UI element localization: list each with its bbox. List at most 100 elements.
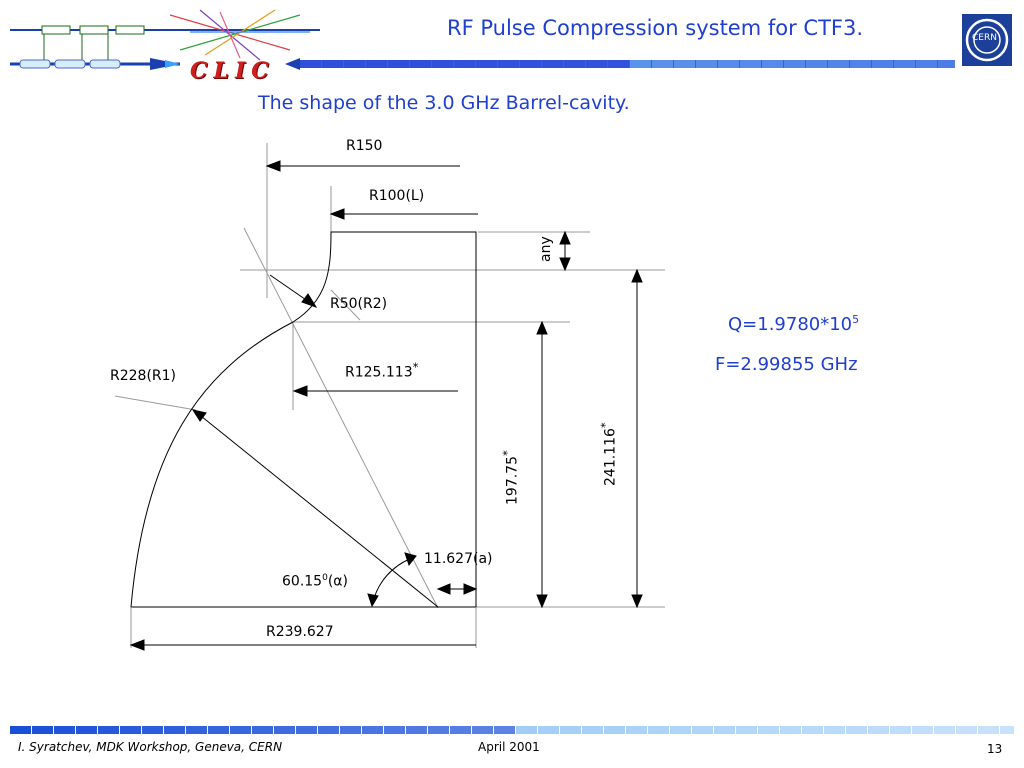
bar-segment (586, 60, 607, 68)
bar-segment (758, 726, 779, 734)
bar-segment (318, 726, 339, 734)
bar-segment (956, 726, 977, 734)
bar-segment (10, 726, 31, 734)
bar-segment (648, 726, 669, 734)
bar-segment (296, 726, 317, 734)
bar-segment (608, 60, 629, 68)
bar-segment (450, 726, 471, 734)
footer-author: I. Syratchev, MDK Workshop, Geneva, CERN (18, 740, 283, 754)
bar-segment (98, 726, 119, 734)
label-r239: R239.627 (266, 624, 334, 640)
label-angle-value: 60.15 (282, 573, 323, 590)
footer-bar (10, 726, 1014, 734)
bar-segment (652, 60, 673, 68)
bar-segment (1000, 726, 1014, 734)
bar-segment (714, 726, 735, 734)
bar-segment (362, 726, 383, 734)
cern-logo (962, 14, 1012, 66)
bar-segment (322, 60, 343, 68)
label-241: 241.116* (598, 422, 619, 486)
bar-segment (582, 726, 603, 734)
label-241-value: 241.116 (602, 428, 619, 486)
label-197: 197.75* (500, 450, 521, 505)
label-197-star: * (500, 450, 514, 456)
frequency: F=2.99855 GHz (715, 354, 858, 375)
bar-segment (846, 726, 867, 734)
bar-segment (516, 726, 537, 734)
bar-segment (784, 60, 805, 68)
bar-segment (934, 726, 955, 734)
slide-subtitle: The shape of the 3.0 GHz Barrel-cavity. (258, 92, 630, 114)
bar-segment (494, 726, 515, 734)
bar-segment (366, 60, 387, 68)
bar-segment (498, 60, 519, 68)
bar-segment (872, 60, 893, 68)
bar-segment (32, 726, 53, 734)
bar-segment (76, 726, 97, 734)
label-r50: R50(R2) (330, 296, 388, 312)
bar-segment (54, 726, 75, 734)
bar-segment (542, 60, 563, 68)
clic-logo-text: CLIC (190, 58, 275, 84)
label-angle-symbol: (α) (327, 573, 348, 590)
bar-segment (560, 726, 581, 734)
bar-segment (736, 726, 757, 734)
label-r100: R100(L) (369, 188, 425, 204)
bar-segment (432, 60, 453, 68)
bar-segment (344, 60, 365, 68)
bar-segment (340, 726, 361, 734)
bar-segment (476, 60, 497, 68)
bar-segment (428, 726, 449, 734)
label-r228: R228(R1) (110, 368, 177, 384)
label-r125-value: R125.113 (345, 364, 413, 381)
label-angle: 60.150(α) (282, 573, 348, 590)
bar-segment (762, 60, 783, 68)
bar-segment (894, 60, 915, 68)
label-r125-star: * (412, 360, 419, 374)
bar-segment (912, 726, 933, 734)
bar-segment (938, 60, 955, 68)
bar-segment (142, 726, 163, 734)
bar-segment (802, 726, 823, 734)
bar-segment (604, 726, 625, 734)
bar-segment (564, 60, 585, 68)
bar-segment (164, 726, 185, 734)
cern-logo-text: CERN (972, 33, 997, 43)
label-r125: R125.113* (345, 360, 418, 381)
bar-segment (674, 60, 695, 68)
bar-segment (824, 726, 845, 734)
bar-segment (208, 726, 229, 734)
bar-segment (406, 726, 427, 734)
bar-segment (384, 726, 405, 734)
bar-segment (850, 60, 871, 68)
label-any: any (538, 236, 554, 262)
bar-segment (718, 60, 739, 68)
bar-segment (252, 726, 273, 734)
label-197-value: 197.75 (504, 456, 521, 505)
label-241-star: * (598, 422, 612, 429)
bar-segment (740, 60, 761, 68)
bar-segment (828, 60, 849, 68)
slide-title: RF Pulse Compression system for CTF3. (447, 16, 864, 40)
bar-segment (630, 60, 651, 68)
bar-segment (388, 60, 409, 68)
bar-segment (186, 726, 207, 734)
q-factor: Q=1.9780*105 (728, 313, 859, 335)
bar-segment (868, 726, 889, 734)
cavity-diagram (114, 143, 665, 651)
label-r150: R150 (346, 138, 383, 154)
q-factor-exp: 5 (852, 313, 860, 326)
bar-segment (520, 60, 541, 68)
bar-segment (696, 60, 717, 68)
footer-page-number: 13 (987, 742, 1003, 756)
bar-segment (670, 726, 691, 734)
label-angle-sup: 0 (322, 573, 328, 583)
bar-segment (454, 60, 475, 68)
bar-segment (410, 60, 431, 68)
bar-segment (472, 726, 493, 734)
bar-segment (916, 60, 937, 68)
bar-segment (120, 726, 141, 734)
q-factor-value: Q=1.9780*10 (728, 314, 853, 335)
label-11627: 11.627(a) (424, 551, 493, 567)
bar-segment (978, 726, 999, 734)
